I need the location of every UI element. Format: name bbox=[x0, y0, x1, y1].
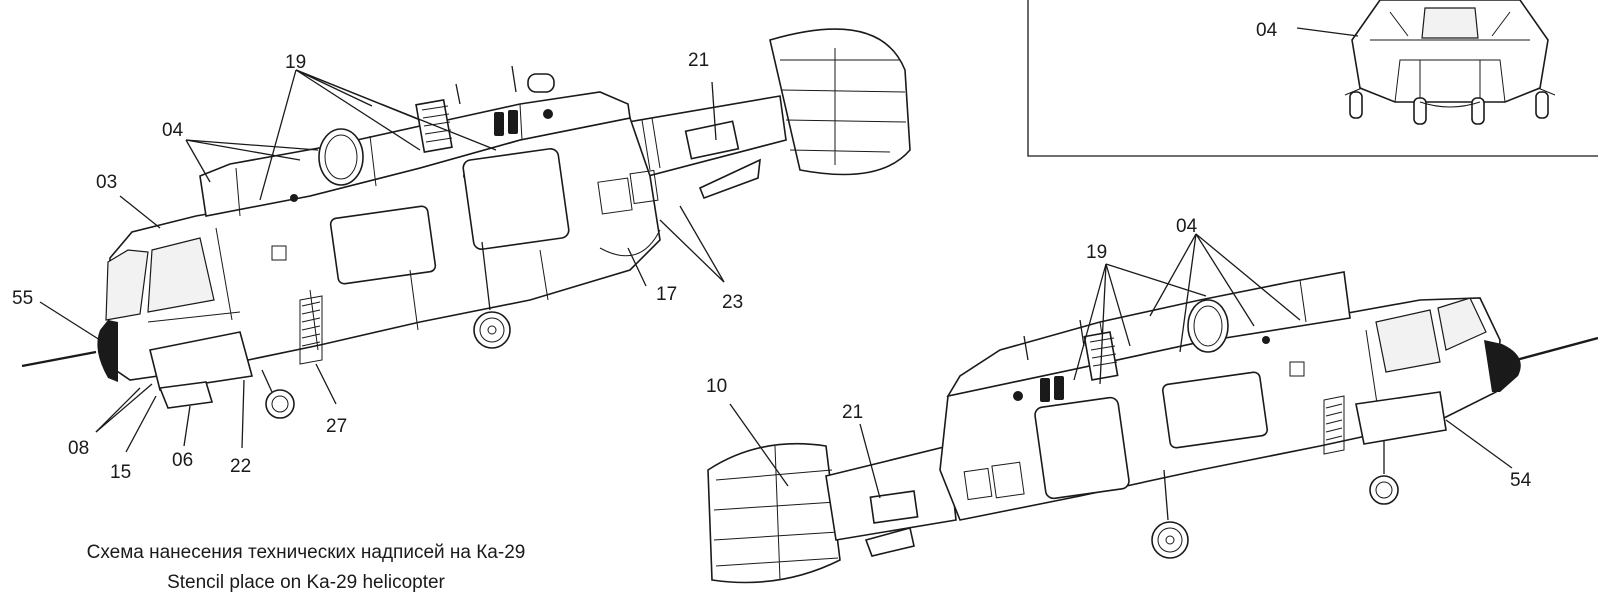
caption-russian: Схема нанесения технических надписей на … bbox=[87, 542, 526, 563]
front-view-helicopter bbox=[1344, 0, 1556, 125]
right-engine-deck bbox=[946, 271, 1351, 398]
left-callout-04: 04 bbox=[162, 120, 184, 141]
right-tail-boom bbox=[825, 445, 957, 541]
left-side-helicopter: 19 21 04 03 55 17 23 08 15 06 22 27 bbox=[12, 28, 911, 483]
right-callout-54: 54 bbox=[1510, 470, 1532, 491]
front-view-inset: 04 bbox=[1027, 0, 1598, 157]
right-tail-fin bbox=[707, 442, 841, 584]
right-nose-cone bbox=[1484, 340, 1521, 392]
left-tail-fin bbox=[769, 28, 911, 176]
left-callout-15: 15 bbox=[110, 462, 131, 483]
right-callout-19: 19 bbox=[1086, 242, 1107, 263]
left-nose-gear bbox=[261, 369, 295, 419]
left-cockpit-window-side bbox=[147, 237, 215, 313]
inset-callout-04: 04 bbox=[1256, 20, 1278, 41]
right-engine-intake bbox=[1187, 299, 1229, 353]
inset-frame bbox=[1027, 0, 1598, 157]
left-callout-03: 03 bbox=[96, 172, 117, 193]
caption-english: Stencil place on Ka-29 helicopter bbox=[167, 572, 445, 593]
diagram-caption: Схема нанесения технических надписей на … bbox=[87, 542, 526, 593]
right-side-helicopter: 04 19 10 21 54 bbox=[706, 216, 1598, 584]
left-nose-cone bbox=[97, 320, 118, 382]
left-callout-leaders bbox=[39, 69, 725, 453]
left-engine-intake bbox=[318, 128, 364, 186]
left-cockpit-window-front bbox=[105, 249, 149, 321]
inset-leader-04 bbox=[1296, 27, 1359, 37]
right-callout-leaders bbox=[729, 233, 1513, 499]
left-cabin-window bbox=[329, 205, 437, 285]
right-cabin-door bbox=[1034, 396, 1130, 500]
right-callout-21: 21 bbox=[842, 402, 863, 423]
right-callout-10: 10 bbox=[706, 376, 727, 397]
right-nose-gear bbox=[1369, 440, 1399, 505]
left-cabin-door bbox=[462, 147, 570, 251]
right-cockpit-window-front bbox=[1437, 297, 1487, 351]
left-callout-23: 23 bbox=[722, 292, 743, 313]
right-main-gear bbox=[1151, 469, 1189, 559]
left-main-gear bbox=[473, 241, 511, 349]
left-callout-08: 08 bbox=[68, 438, 89, 459]
left-callout-22: 22 bbox=[230, 456, 251, 477]
left-callout-21: 21 bbox=[688, 50, 709, 71]
left-callout-17: 17 bbox=[656, 284, 677, 305]
left-callout-06: 06 bbox=[172, 450, 193, 471]
left-callout-55: 55 bbox=[12, 288, 33, 309]
right-callout-04: 04 bbox=[1176, 216, 1198, 237]
left-callout-19: 19 bbox=[285, 52, 306, 73]
right-cockpit-window-side bbox=[1375, 309, 1441, 373]
left-callout-27: 27 bbox=[326, 416, 347, 437]
right-cabin-window bbox=[1161, 371, 1269, 449]
